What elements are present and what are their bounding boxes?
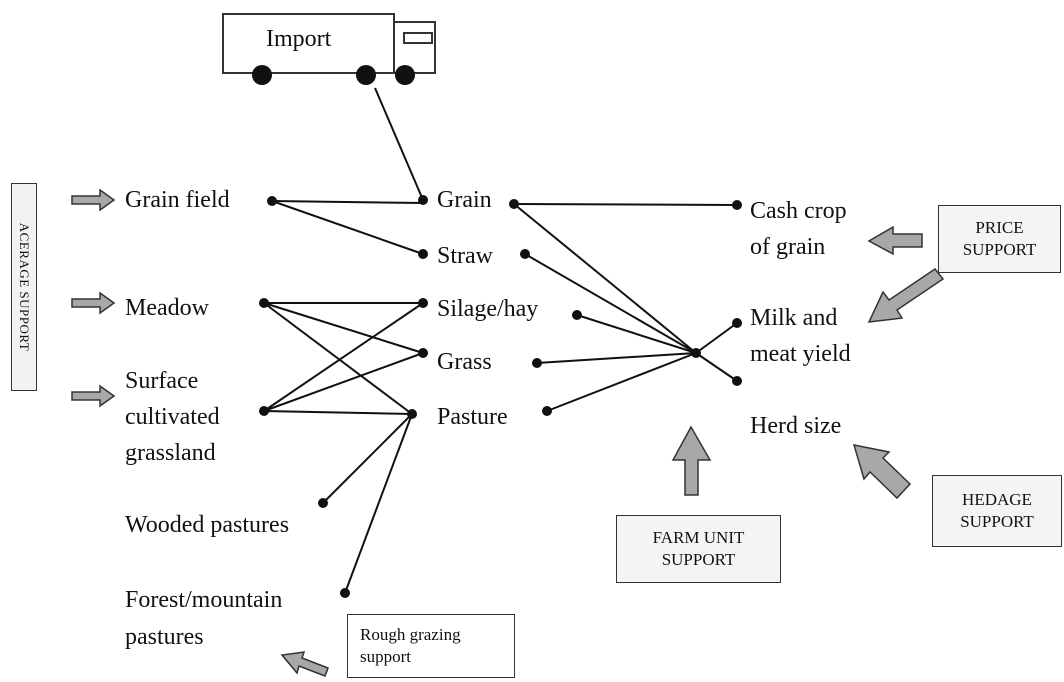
truck-wheel (252, 65, 272, 85)
arrow-acreage-surface (71, 384, 116, 408)
arrow-price-cash (867, 225, 923, 256)
truck-cab (393, 21, 436, 74)
arrow-acreage-grain (71, 188, 116, 212)
hedage-support-box: HEDAGE SUPPORT (932, 475, 1062, 547)
herd-size-label: Herd size (750, 413, 842, 439)
connection-lines (263, 87, 738, 594)
arrow-farm-unit (671, 425, 712, 496)
silage-hay-label: Silage/hay (437, 296, 539, 322)
arrow-acreage-meadow (71, 291, 116, 315)
import-label: Import (266, 26, 332, 52)
grain-field-label: Grain field (125, 187, 230, 213)
grain-label: Grain (437, 187, 492, 213)
truck-body (222, 13, 395, 74)
acreage-support-box: ACERAGE SUPPORT (11, 183, 37, 391)
arrow-price-milk (867, 267, 945, 323)
cash-crop-label: Cash crop of grain (750, 198, 847, 260)
meadow-label: Meadow (125, 295, 209, 321)
support-arrows (71, 188, 945, 677)
acreage-support-label: ACERAGE SUPPORT (17, 222, 32, 352)
milk-meat-yield-label: Milk and meat yield (750, 305, 851, 367)
node-dots (259, 195, 742, 598)
arrow-hedage (852, 444, 912, 500)
price-support-box: PRICE SUPPORT (938, 205, 1061, 273)
pasture-label: Pasture (437, 404, 508, 430)
forest-pastures-label: Forest/mountain pastures (125, 587, 283, 650)
wooded-pastures-label: Wooded pastures (125, 512, 290, 538)
farm-unit-support-box: FARM UNIT SUPPORT (616, 515, 781, 583)
truck-window (403, 32, 433, 44)
grass-label: Grass (437, 349, 492, 375)
arrow-rough-grazing (280, 651, 329, 677)
surface-grassland-label: Surface cultivated grassland (125, 368, 220, 466)
straw-label: Straw (437, 243, 493, 269)
truck-wheel (356, 65, 376, 85)
rough-grazing-support-box: Rough grazing support (347, 614, 515, 678)
truck-wheel (395, 65, 415, 85)
